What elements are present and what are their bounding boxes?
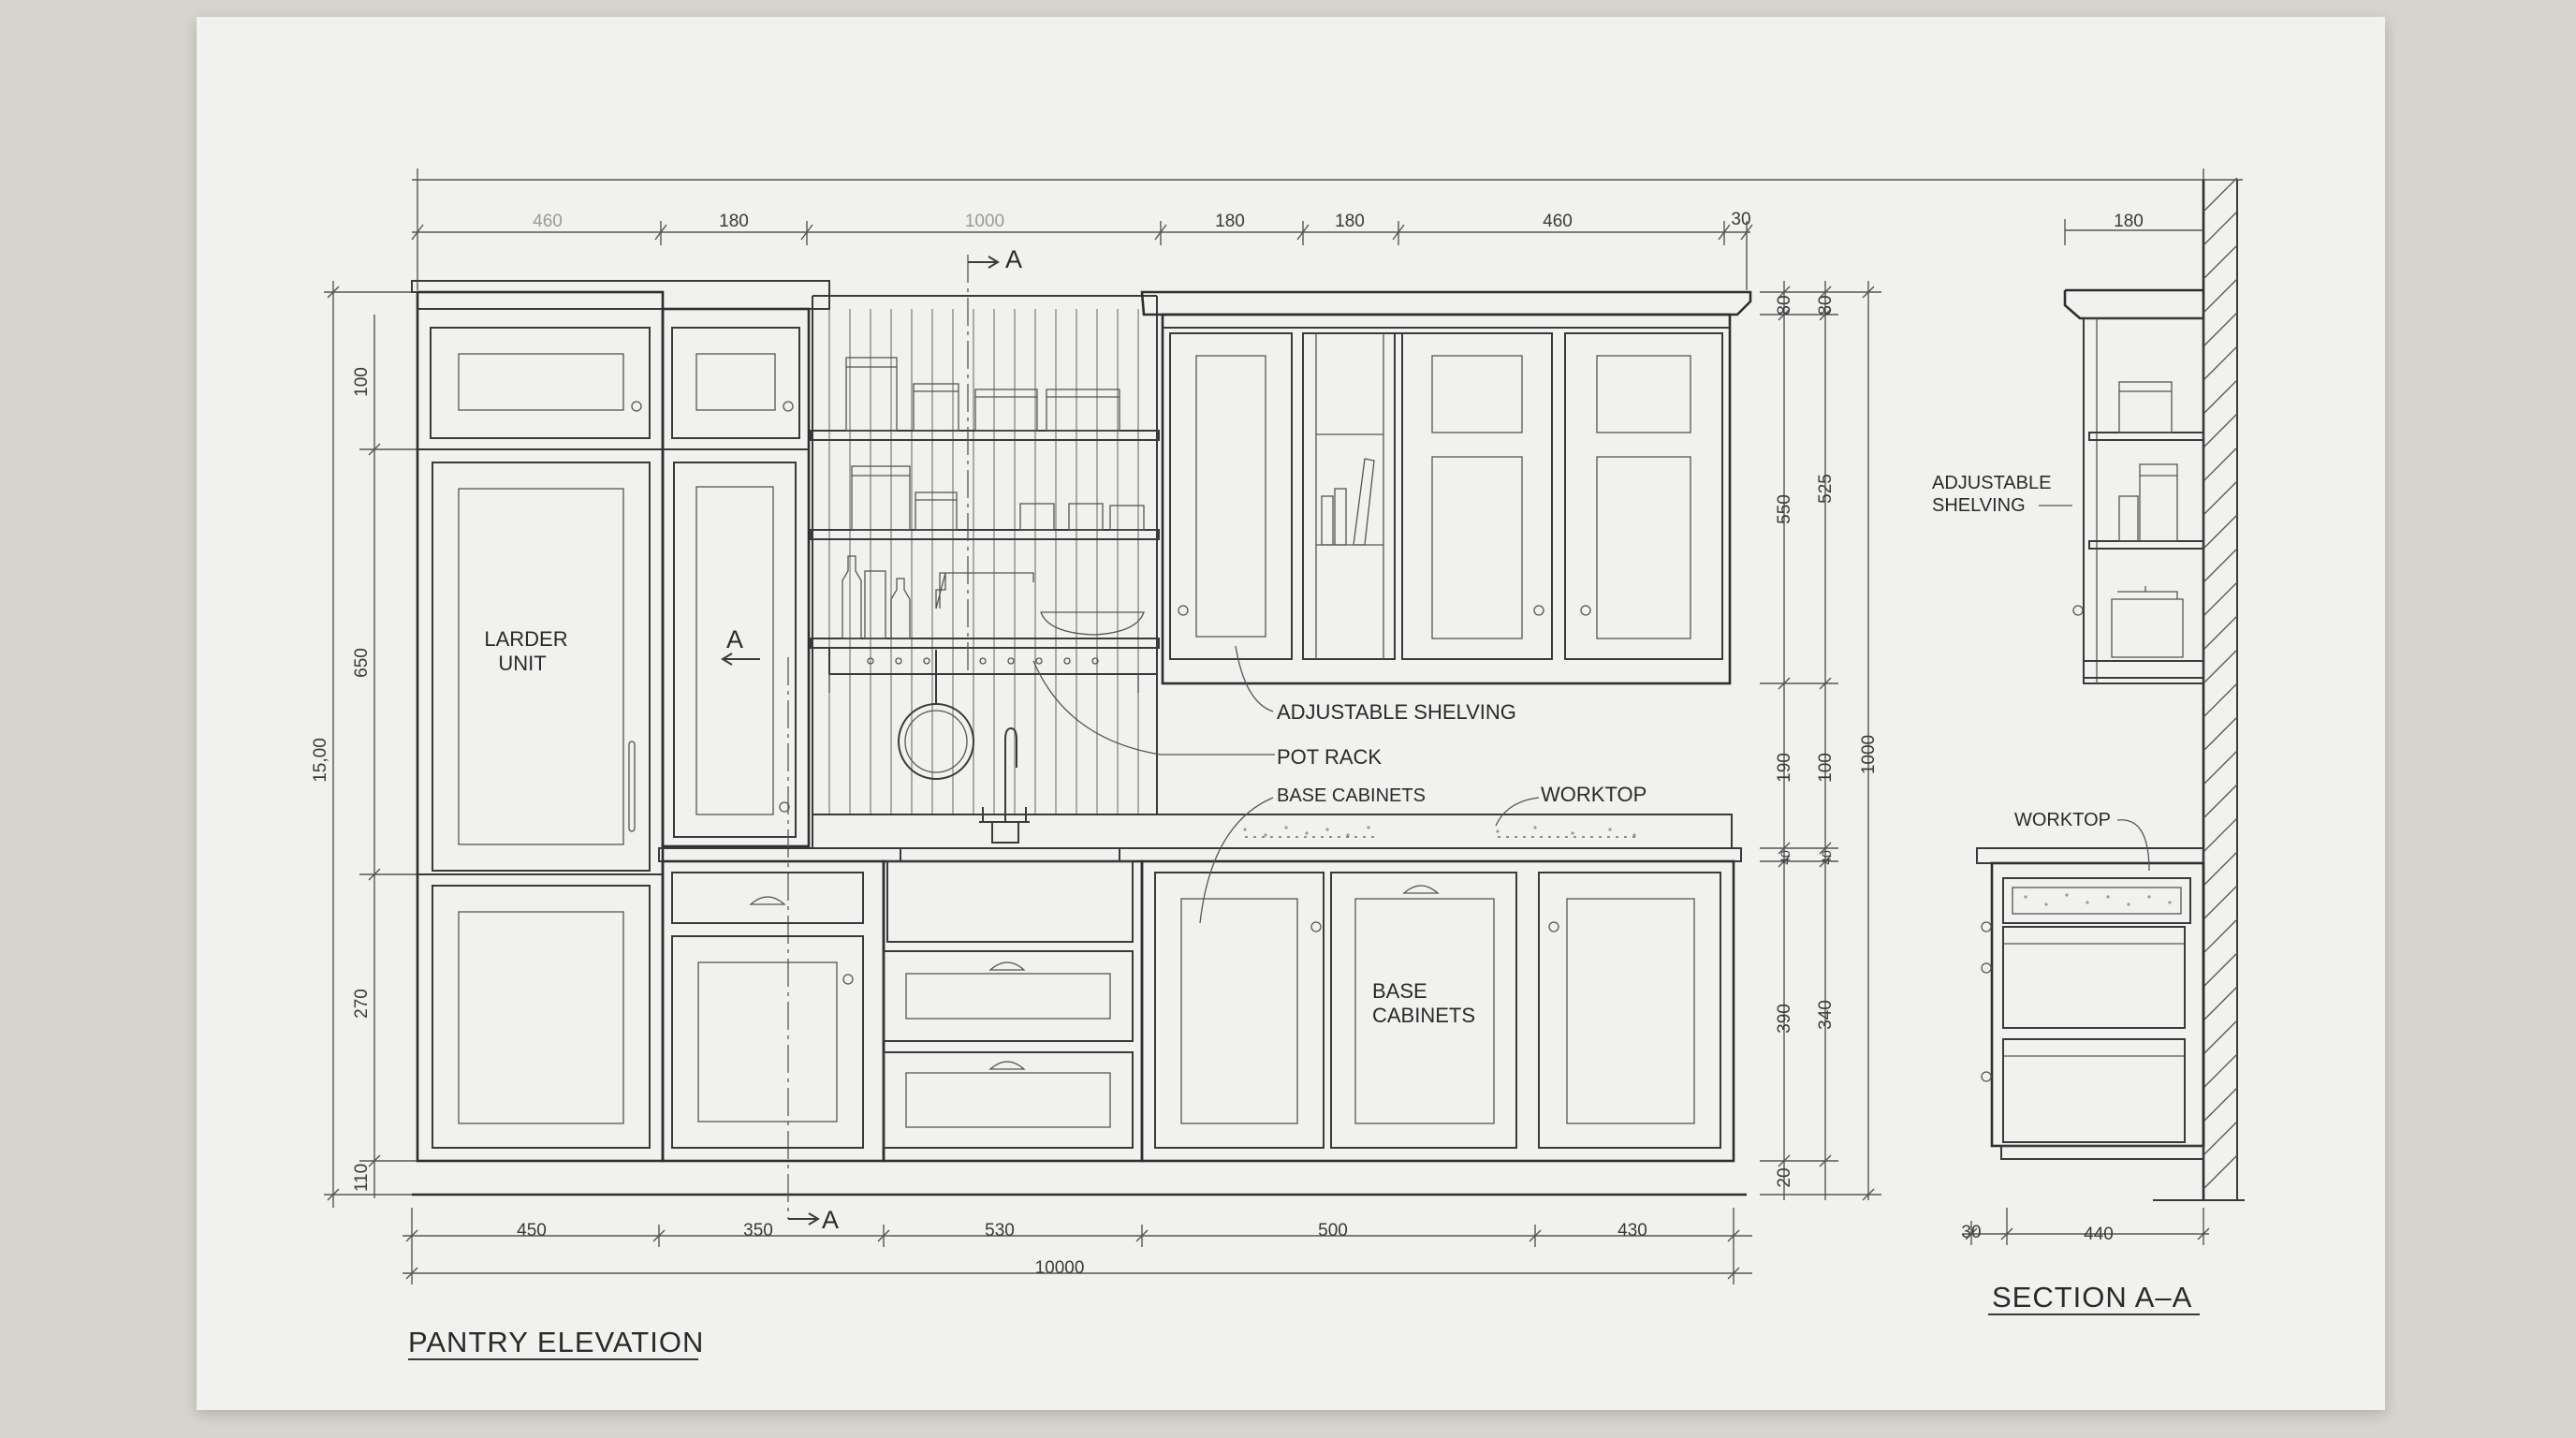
sink-unit xyxy=(882,859,1144,1163)
dim-section-bottom-1: 30 xyxy=(1961,1223,1981,1242)
dim-bottom-4: 500 xyxy=(1318,1221,1348,1240)
bottom-dimensions: 450 350 530 500 430 10000 xyxy=(402,1208,1752,1284)
dim-bottom-3: 530 xyxy=(985,1221,1015,1240)
base-left xyxy=(661,859,886,1163)
callout-base-cabinets: BASE CABINETS xyxy=(1277,785,1426,806)
dim-section-top: 180 xyxy=(2114,212,2144,231)
dim-left-4: 110 xyxy=(352,1164,372,1192)
left-dimensions: 15,00 100 650 270 110 xyxy=(311,281,417,1208)
elevation: LARDER UNIT xyxy=(411,245,1752,1234)
dim-left-3: 270 xyxy=(352,989,372,1019)
dim-bottom-2: 350 xyxy=(743,1221,773,1240)
dim-top-4: 180 xyxy=(1215,212,1245,231)
dim-top-2: 180 xyxy=(719,212,749,231)
larder-unit: LARDER UNIT xyxy=(411,280,830,1163)
drawing-title: PANTRY ELEVATION xyxy=(408,1326,704,1358)
base-cabinets-label-2: CABINETS xyxy=(1372,1004,1475,1027)
section-title: SECTION A–A xyxy=(1992,1281,2192,1313)
upper-cabinets xyxy=(1140,290,1752,685)
section-shelving-label-1: ADJUSTABLE xyxy=(1932,473,2051,493)
section-marker-bottom: A xyxy=(822,1206,840,1234)
dim-right-b4: 40 xyxy=(1819,850,1834,865)
worktops xyxy=(658,814,1742,862)
dim-right-a1: 80 xyxy=(1775,295,1794,315)
dim-right-b1: 80 xyxy=(1816,295,1836,315)
base-cabinets-right: BASE CABINETS xyxy=(1140,859,1735,1163)
dim-right-b3: 100 xyxy=(1816,753,1836,783)
dim-right-a4: 40 xyxy=(1778,850,1793,865)
callout-worktop: WORKTOP xyxy=(1541,783,1647,806)
dim-right-a6: 20 xyxy=(1775,1167,1794,1187)
dim-top-1: 460 xyxy=(533,212,563,231)
dim-left-outer: 15,00 xyxy=(311,738,330,783)
right-dimensions: 80 550 190 40 390 20 80 525 100 40 340 1… xyxy=(1760,281,1881,1201)
dim-bottom-1: 450 xyxy=(517,1221,547,1240)
tall-narrow-unit xyxy=(661,292,830,848)
base-cabinets-label-1: BASE xyxy=(1372,979,1427,1003)
dim-right-a5: 390 xyxy=(1775,1004,1794,1034)
section-marker-top: A xyxy=(1005,245,1023,273)
dim-right-a3: 190 xyxy=(1775,753,1794,783)
top-dimension-chain: 460 180 1000 180 180 460 30 xyxy=(411,169,2243,290)
dim-top-5: 180 xyxy=(1335,212,1365,231)
dim-top-7: 30 xyxy=(1731,210,1750,229)
drawing-sheet xyxy=(197,17,2385,1410)
dim-left-2: 650 xyxy=(352,648,372,678)
dim-left-1: 100 xyxy=(352,367,372,397)
dim-top-6: 460 xyxy=(1543,212,1573,231)
section-worktop-label: WORKTOP xyxy=(2014,810,2111,830)
section-a-a: 180 ADJUSTABLE SHELVING xyxy=(1932,177,2245,1245)
section-marker-mid: A xyxy=(726,625,744,653)
dim-right-b2: 525 xyxy=(1816,474,1836,504)
open-shelving xyxy=(810,295,1160,844)
callout-adjustable-shelving: ADJUSTABLE SHELVING xyxy=(1277,700,1516,724)
dim-bottom-5: 430 xyxy=(1617,1221,1647,1240)
dim-right-c: 1000 xyxy=(1859,735,1879,774)
section-shelving-label-2: SHELVING xyxy=(1932,495,2026,516)
callout-pot-rack: POT RACK xyxy=(1277,745,1382,769)
callouts: ADJUSTABLE SHELVING POT RACK BASE CABINE… xyxy=(1032,645,1647,924)
larder-label-1: LARDER xyxy=(484,627,567,651)
dim-section-bottom-2: 440 xyxy=(2084,1225,2114,1244)
larder-label-2: UNIT xyxy=(498,652,546,675)
dim-right-a2: 550 xyxy=(1775,494,1794,524)
dim-right-b5: 340 xyxy=(1816,1000,1836,1030)
dim-overall: 10000 xyxy=(1035,1258,1085,1278)
dim-top-3: 1000 xyxy=(965,212,1004,231)
